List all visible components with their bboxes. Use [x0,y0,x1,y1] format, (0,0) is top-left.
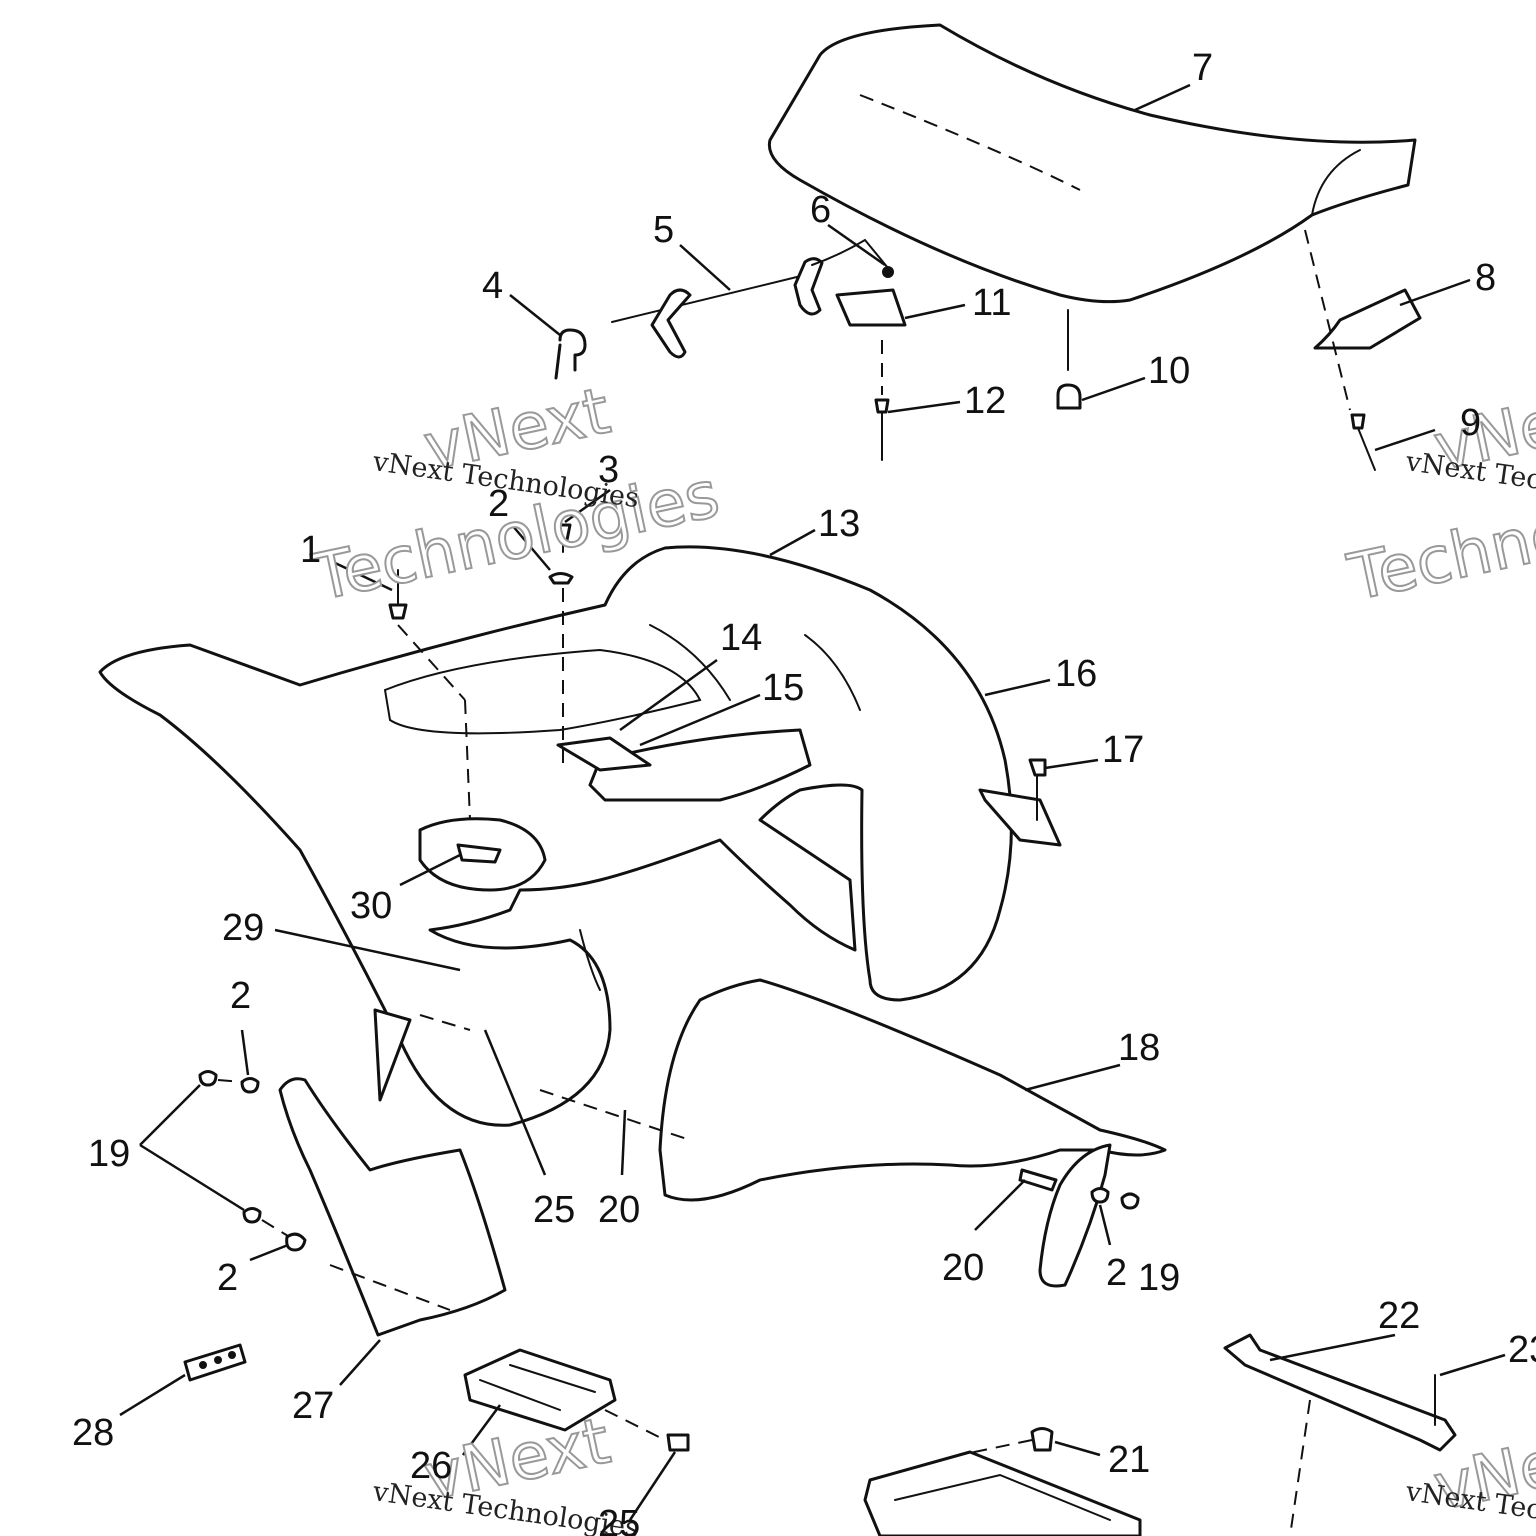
callout-26: 26 [410,1445,452,1487]
callout-8: 8 [1475,257,1496,299]
lower-bracket [863,1333,1457,1536]
right-mud-flap [1018,1143,1140,1288]
callout-29: 29 [222,907,264,949]
callout-2-left-top: 2 [230,975,251,1017]
footrest [183,1343,690,1452]
callout-1: 1 [300,529,321,571]
callout-6: 6 [810,189,831,231]
callout-18: 18 [1118,1027,1160,1069]
seat [767,23,1417,304]
callout-12: 12 [964,380,1006,422]
callout-5: 5 [653,209,674,251]
callout-20-right: 20 [942,1247,984,1289]
callout-21: 21 [1108,1439,1150,1481]
callout-4: 4 [482,265,503,307]
callout-2-left-bottom: 2 [217,1257,238,1299]
callout-28: 28 [72,1412,114,1454]
leader-lines [119,83,1506,1521]
callout-14: 14 [720,617,762,659]
callout-19-left: 19 [88,1133,130,1175]
callout-30: 30 [350,885,392,927]
callout-22: 22 [1378,1295,1420,1337]
callout-27: 27 [292,1385,334,1427]
seat-latch [554,238,1082,461]
seat-bracket [1304,229,1422,471]
callout-15: 15 [762,667,804,709]
callout-3: 3 [598,449,619,491]
fender-fasteners [388,523,1047,821]
callout-labels: 7 6 5 4 11 12 10 8 9 3 2 1 13 14 15 16 1… [72,47,1536,1536]
callout-17: 17 [1102,729,1144,771]
rear-fender [98,545,1167,1202]
callout-25-bottom: 25 [598,1503,640,1536]
callout-2-right: 2 [1106,1252,1127,1294]
callout-10: 10 [1148,350,1190,392]
callout-11: 11 [972,282,1011,324]
callout-20-left: 20 [598,1189,640,1231]
callout-9: 9 [1460,402,1481,444]
callout-16: 16 [1055,653,1097,695]
callout-7: 7 [1192,47,1213,89]
callout-13: 13 [818,503,860,545]
callout-19-right: 19 [1138,1257,1180,1299]
callout-25: 25 [533,1189,575,1231]
callout-2-top: 2 [488,483,509,525]
mud-flap [198,1070,507,1337]
callout-23: 23 [1508,1329,1536,1371]
